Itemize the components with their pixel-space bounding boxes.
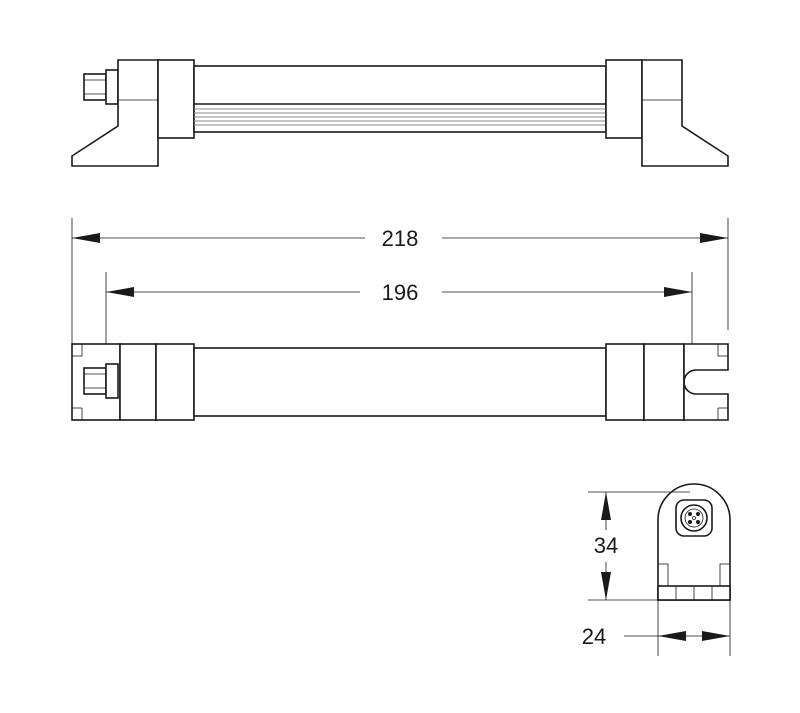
dimension-34: 34 — [588, 491, 690, 601]
foot-bracket-right — [641, 59, 729, 167]
side-view — [71, 59, 729, 167]
foot-plate-right — [683, 343, 729, 421]
dimension-24-label: 24 — [582, 624, 606, 649]
dimension-218-label: 218 — [382, 226, 419, 251]
dimension-218: 218 — [71, 218, 729, 345]
end-cap-right-top — [643, 343, 685, 421]
end-cap-left — [157, 59, 195, 139]
dimension-34-label: 34 — [594, 533, 618, 558]
dimension-24: 24 — [582, 600, 731, 656]
connector-plug-top — [83, 363, 119, 399]
connector-plug-left — [83, 69, 119, 105]
clamp-left-top — [155, 343, 195, 421]
dimension-196: 196 — [105, 272, 693, 345]
connector-face — [675, 499, 713, 537]
end-cap-right — [605, 59, 643, 139]
tube-body-top — [193, 347, 607, 417]
dimension-196-label: 196 — [382, 280, 419, 305]
tube-body — [193, 65, 607, 133]
top-view — [71, 343, 729, 421]
clamp-right-top — [605, 343, 645, 421]
end-view — [657, 483, 731, 601]
end-cap-left-top — [119, 343, 157, 421]
